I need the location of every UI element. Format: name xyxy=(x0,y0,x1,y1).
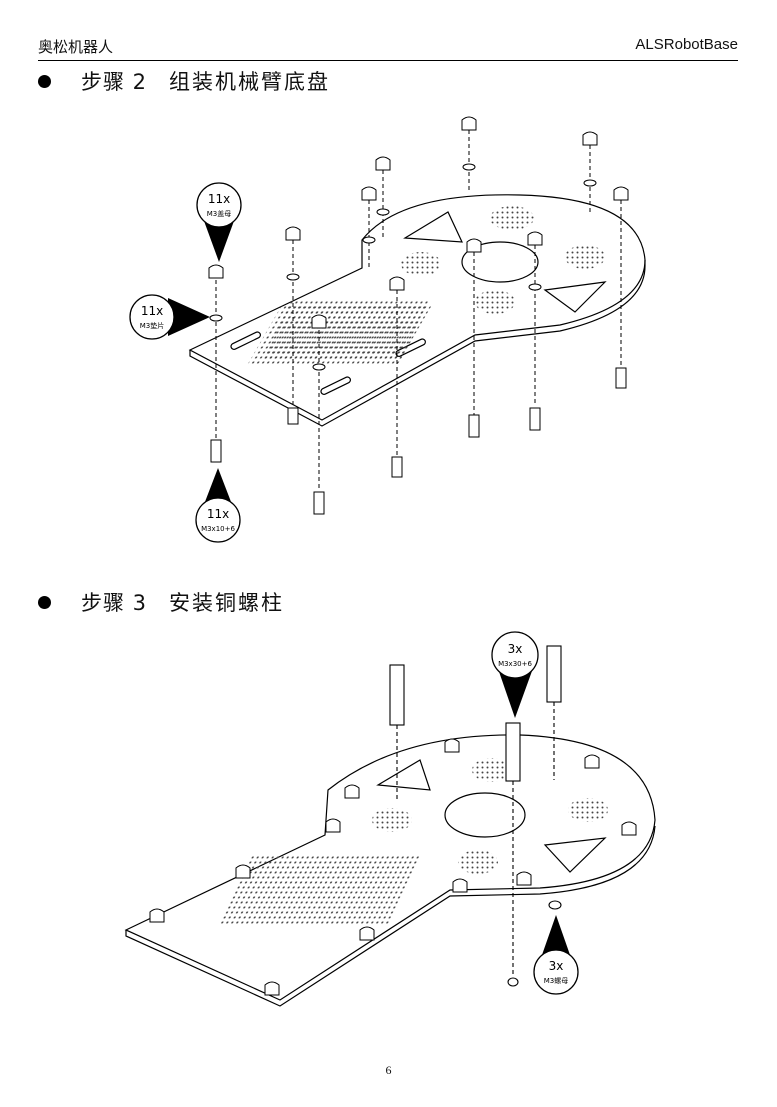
cap-nut xyxy=(452,878,468,893)
perforated-area xyxy=(490,206,534,230)
cap-nut xyxy=(444,738,460,753)
page-header: 奥松机器人 ALSRobotBase xyxy=(38,34,738,61)
callout-part: M3x10+6 xyxy=(201,525,235,533)
copper-standoff xyxy=(546,645,562,780)
perforated-area xyxy=(568,798,608,822)
cap-nut xyxy=(584,754,600,769)
perforated-area xyxy=(401,252,441,276)
fastener-stack xyxy=(285,226,301,425)
callout-cap-nut: 11x M3盖母 xyxy=(196,182,242,262)
header-product: ALSRobotBase xyxy=(635,36,738,53)
triangle-cutout xyxy=(543,837,607,873)
copper-standoff xyxy=(505,722,521,987)
fastener-stack xyxy=(208,264,224,463)
hex-nut xyxy=(548,900,562,910)
step-2-title: 组装机械臂底盘 xyxy=(169,70,331,94)
perforated-area xyxy=(458,850,498,874)
fastener-stack xyxy=(389,276,405,478)
callout-part: M3盖母 xyxy=(207,209,232,218)
callout-part: M3x30+6 xyxy=(498,660,532,668)
perforated-area xyxy=(472,758,512,782)
header-company: 奥松机器人 xyxy=(38,38,114,56)
fastener-stack xyxy=(361,186,377,270)
step-2-heading: 步骤 2 组装机械臂底盘 xyxy=(38,64,330,98)
callout-qty: 11x xyxy=(208,192,230,206)
cap-nut xyxy=(264,981,280,996)
page-number: 6 xyxy=(385,1063,392,1077)
cap-nut xyxy=(621,821,637,836)
callout-qty: 3x xyxy=(549,959,564,973)
step-3-label: 步骤 3 xyxy=(81,591,148,615)
triangle-cutout xyxy=(376,759,431,791)
step-2-label: 步骤 2 xyxy=(81,70,148,94)
callout-standoff: 11x M3x10+6 xyxy=(195,468,241,543)
triangle-cutout xyxy=(403,211,463,243)
cap-nut xyxy=(325,818,341,833)
cap-nut xyxy=(344,784,360,799)
callout-qty: 11x xyxy=(207,507,229,521)
bullet-icon xyxy=(38,74,51,88)
step-3-heading: 步骤 3 安装铜螺柱 xyxy=(38,585,284,619)
fastener-stack xyxy=(311,314,327,515)
triangle-cutout xyxy=(543,281,607,313)
fastener-stack xyxy=(613,186,629,389)
callout-standoff-long: 3x M3x30+6 xyxy=(491,631,539,718)
step-3-assembly-diagram: 3x M3x30+6 3x M3螺母 xyxy=(124,631,656,1007)
step-3-title: 安装铜螺柱 xyxy=(169,591,285,615)
copper-standoff xyxy=(389,664,405,800)
center-hole xyxy=(444,792,526,838)
perforated-area xyxy=(372,808,412,832)
perforated-area xyxy=(475,290,515,314)
bullet-icon xyxy=(38,595,51,609)
callout-qty: 3x xyxy=(508,642,523,656)
fastener-stack xyxy=(461,116,477,190)
callout-hex-nut: 3x M3螺母 xyxy=(533,915,579,995)
perforated-area xyxy=(218,855,422,925)
fastener-stack xyxy=(582,131,598,215)
callout-qty: 11x xyxy=(141,304,163,318)
cap-nut xyxy=(149,908,165,923)
cap-nut xyxy=(359,926,375,941)
step-2-assembly-diagram: 11x M3盖母 11x M3垫片 11x M3x10+6 xyxy=(129,116,646,543)
fastener-stack xyxy=(466,238,482,438)
perforated-area xyxy=(565,245,605,269)
callout-part: M3垫片 xyxy=(140,321,165,330)
center-hole xyxy=(461,241,539,283)
fastener-stack xyxy=(527,231,543,431)
callout-washer: 11x M3垫片 xyxy=(129,294,210,340)
cap-nut xyxy=(235,864,251,879)
perforated-area xyxy=(262,300,431,360)
fastener-stack xyxy=(375,156,391,240)
cap-nut xyxy=(516,871,532,886)
callout-part: M3螺母 xyxy=(544,976,569,985)
